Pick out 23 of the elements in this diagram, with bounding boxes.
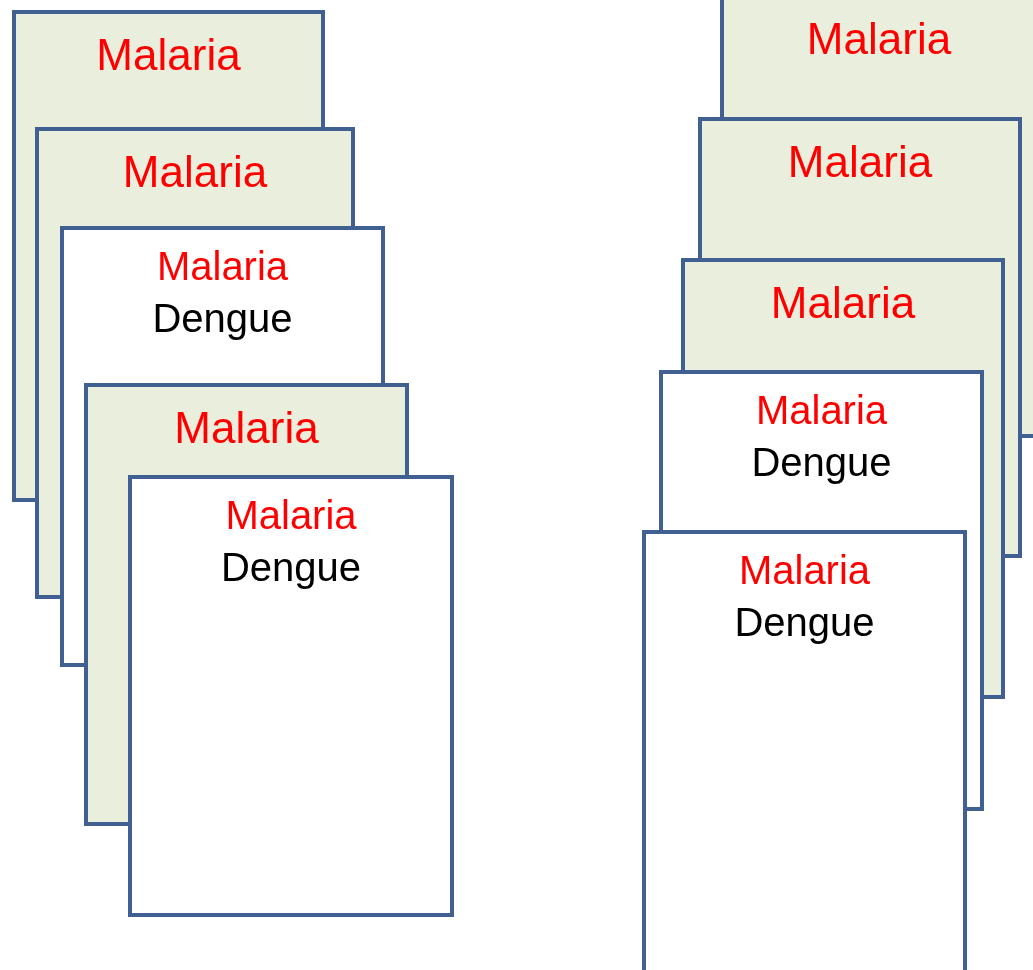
card-label: Malaria xyxy=(755,387,888,434)
card xyxy=(128,475,454,917)
card xyxy=(12,10,325,127)
card-label: Malaria xyxy=(787,136,933,188)
card xyxy=(84,383,409,475)
card-label: Dengue xyxy=(220,544,362,591)
card xyxy=(681,258,1005,370)
card-label: Dengue xyxy=(152,295,293,342)
card xyxy=(642,530,967,970)
card xyxy=(35,127,355,226)
card-label: Malaria xyxy=(122,146,268,198)
card-label: Malaria xyxy=(96,29,241,81)
card-label: Malaria xyxy=(174,402,319,454)
card-label: Dengue xyxy=(734,599,875,646)
card xyxy=(720,0,1033,117)
card xyxy=(60,226,385,383)
card-label: Malaria xyxy=(738,547,871,594)
card-label: Malaria xyxy=(806,13,952,65)
card-label: Dengue xyxy=(751,439,892,486)
card-label: Malaria xyxy=(770,277,916,329)
card-label: Malaria xyxy=(156,243,289,290)
card-label: Malaria xyxy=(225,492,357,539)
card xyxy=(659,370,984,530)
